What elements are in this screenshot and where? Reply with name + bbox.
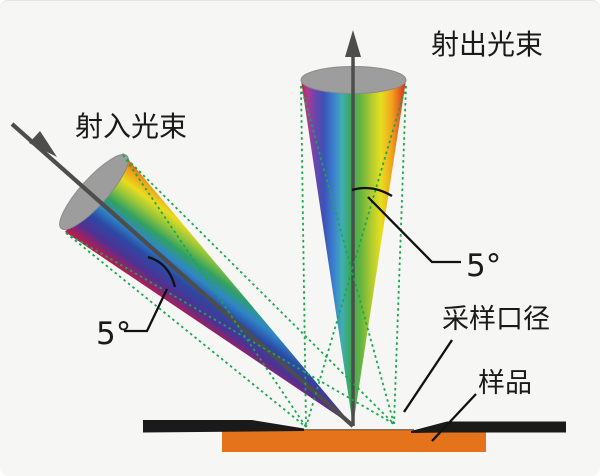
exit-tolerance-line: [305, 85, 407, 428]
tolerance-cone-lines: [65, 85, 407, 428]
sample-callout-line: [431, 393, 477, 442]
incident-angle-callout-line: [124, 288, 169, 333]
port-plate-left: [143, 420, 304, 433]
exit-beam-label: 射出光束: [431, 28, 543, 61]
exit-beam-arrowhead-icon: [345, 30, 361, 57]
sample-orange-slab: [222, 430, 486, 452]
annotation-lines: [124, 186, 477, 442]
exit-angle-arc: [351, 186, 393, 197]
exit-angle-label: 5°: [466, 248, 501, 284]
incident-tolerance-line: [65, 232, 307, 428]
incident-angle-arc: [147, 255, 177, 288]
exit-tolerance-line: [300, 85, 395, 425]
incident-tolerance-line: [65, 232, 395, 425]
sample-label: 样品: [478, 368, 532, 399]
incident-beam-axis: [10, 122, 355, 428]
incident-angle-label: 5°: [96, 316, 131, 352]
incident-beam-end-face: [59, 153, 129, 231]
sampling-aperture-label: 采样口径: [442, 304, 550, 335]
aperture-callout-line: [403, 339, 453, 413]
incident-beam-cone: [65, 153, 353, 426]
port-plate-right: [411, 421, 566, 433]
incident-beam-arrowhead-icon: [29, 131, 57, 157]
incident-beam-label: 射入光束: [75, 110, 187, 143]
incident-tolerance-line: [122, 154, 395, 425]
exit-angle-callout-line: [367, 196, 461, 264]
